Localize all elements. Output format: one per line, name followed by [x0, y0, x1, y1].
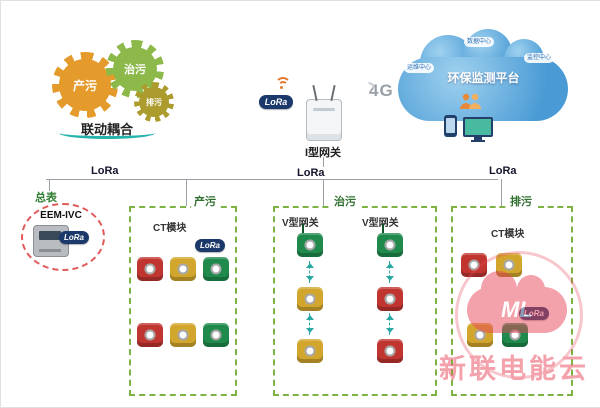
4g-icon: 4G — [369, 81, 394, 100]
ct-device-red — [377, 287, 403, 311]
gateway-lora-badge: LoRa — [259, 95, 293, 109]
meter-lora-badge: LoRa — [59, 231, 89, 244]
ct-device-yellow — [297, 339, 323, 363]
ct-device-yellow — [297, 287, 323, 311]
cloud-platform: 环保监测平台 数据中心 运维中心 监控中心 — [396, 29, 571, 127]
v-gateway-device-left — [297, 224, 323, 257]
bus-lora-label-center: LoRa — [295, 167, 327, 179]
arrow-right-1 — [385, 261, 394, 283]
wifi-icon — [273, 77, 291, 91]
ct-device-red — [137, 257, 163, 281]
users-icon — [460, 93, 481, 109]
zone-label-paiwu: 排污 — [507, 193, 535, 209]
gateway-device — [306, 99, 342, 141]
ct-device-red — [377, 339, 403, 363]
paiwu-device-row-1 — [461, 253, 522, 277]
ct-device-green — [502, 323, 528, 347]
cloud-bubble-ops-center: 运维中心 — [404, 63, 435, 73]
v-gateway-label-right: V型网关 — [362, 218, 399, 229]
ct-device-yellow — [496, 253, 522, 277]
gear-chanwu: 产污 — [52, 52, 118, 118]
bus-lora-label-right: LoRa — [487, 165, 519, 177]
lora-bus-line — [46, 179, 498, 180]
ct-module-label-chanwu: CT模块 — [153, 223, 187, 234]
gear-label-paiwu: 排污 — [146, 97, 162, 107]
meter-device-name: EEM-IVC — [40, 210, 82, 221]
chanwu-device-row-2 — [137, 323, 229, 347]
connector-zone1 — [186, 179, 187, 206]
bus-lora-label-left: LoRa — [89, 165, 121, 177]
gateway-led — [313, 108, 335, 111]
phone-icon — [444, 115, 457, 137]
ct-device-yellow — [170, 257, 196, 281]
gear-label-chanwu: 产污 — [72, 78, 97, 93]
paiwu-device-row-2 — [467, 323, 528, 347]
arrow-right-2 — [385, 313, 394, 335]
ct-device-red — [461, 253, 487, 277]
connector-zone3 — [501, 179, 502, 206]
paiwu-lora-badge: LoRa — [519, 307, 549, 320]
meter-dashed-circle — [21, 203, 105, 271]
zhiwu-right-devices — [377, 287, 403, 363]
ct-device-yellow — [467, 323, 493, 347]
monitor-icon — [463, 117, 493, 142]
chanwu-device-row-1 — [137, 257, 229, 281]
zone-box-chanwu — [129, 206, 237, 396]
ct-module-label-paiwu: CT模块 — [491, 229, 525, 240]
v-gateway-device-right — [377, 224, 403, 257]
gear-paiwu: 排污 — [134, 82, 174, 122]
zhiwu-left-devices — [297, 287, 323, 363]
meter-title: 总表 — [35, 192, 57, 204]
gateway-label: I型网关 — [304, 147, 342, 159]
caption-underline — [59, 127, 155, 139]
arrow-left-2 — [305, 313, 314, 335]
v-gateway-label-left: V型网关 — [282, 218, 319, 229]
ct-device-green — [203, 257, 229, 281]
ct-device-green — [203, 323, 229, 347]
cloud-title: 环保监测平台 — [447, 71, 520, 85]
arrow-left-1 — [305, 261, 314, 283]
chanwu-lora-badge: LoRa — [195, 239, 225, 252]
ct-device-yellow — [170, 323, 196, 347]
gear-label-zhiwu: 治污 — [124, 64, 146, 76]
cloud-bubble-data-center: 数据中心 — [464, 37, 495, 47]
cloud-bubble-monitor-center: 监控中心 — [524, 53, 555, 63]
connector-meter — [49, 179, 50, 191]
ct-device-red — [137, 323, 163, 347]
zone-label-zhiwu: 治污 — [331, 193, 359, 209]
zone-label-chanwu: 产污 — [191, 193, 219, 209]
connector-zone2 — [323, 179, 324, 206]
